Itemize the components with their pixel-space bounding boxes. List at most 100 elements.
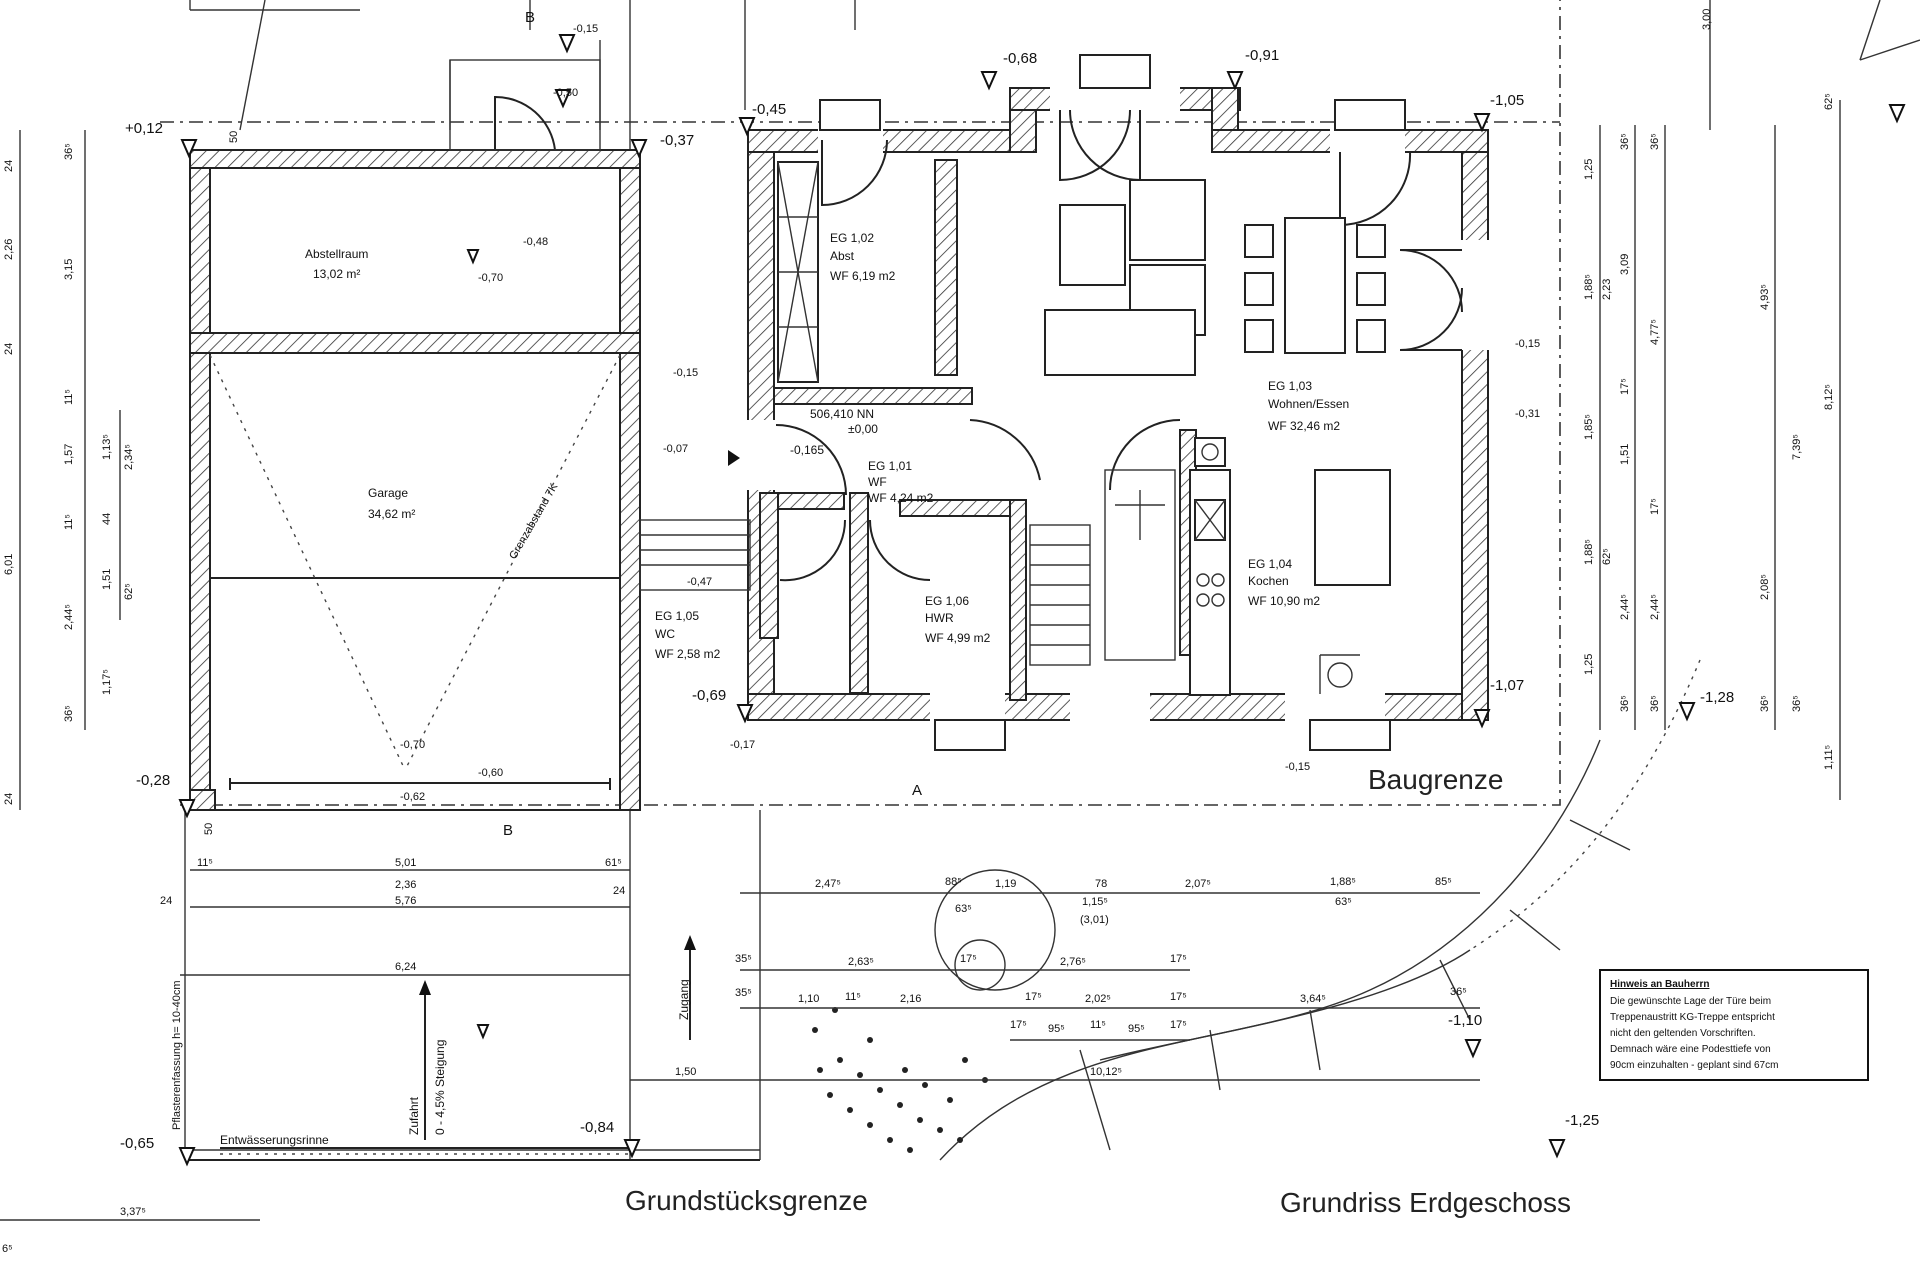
section-label: B [525,9,535,26]
level-label-small: -0,15 [573,23,598,35]
dim-label: 50 [228,131,240,143]
room-eg106-code: EG 1,06 [925,594,969,608]
dim-label: 17⁵ [1619,378,1631,395]
dim-label: 78 [1095,878,1107,890]
dim-label: 7,39⁵ [1791,434,1803,460]
dim-label: 1,50 [675,1066,696,1078]
boundary-lines [160,0,1920,1161]
grundstuecksgrenze-label: Grundstücksgrenze [625,1185,868,1216]
zufahrt-label: Zufahrt [407,1096,421,1135]
dim-label: 3,09 [1619,254,1631,275]
level-label: +0,12 [125,120,163,137]
dim-label: 24 [160,895,172,907]
dim-label: 88⁵ [945,876,962,888]
level-label: -0,28 [136,772,170,789]
dim-label: 1,85⁵ [1583,414,1595,440]
dim-label: 36⁵ [1759,695,1771,712]
dim-label: 2,63⁵ [848,956,874,968]
dim-label: 5,01 [395,857,416,869]
dim-label: 1,51 [1619,444,1631,465]
dim-label: 2,36 [395,879,416,891]
baugrenze-label: Baugrenze [1368,764,1503,795]
level-label: -0,69 [692,687,726,704]
note-heading: Hinweis an Bauherrn [1610,979,1709,990]
dim-label: 61⁵ [605,857,622,869]
dim-label: 6,01 [3,554,15,575]
room-eg102-code: EG 1,02 [830,231,874,245]
dim-label: 1,88⁵ [1583,539,1595,565]
level-label: -0,91 [1245,47,1279,64]
room-eg101-name: WF [868,475,887,489]
dim-label: 11⁵ [197,857,213,869]
dim-label: 2,23 [1601,279,1613,300]
dim-label: 50 [203,823,215,835]
dim-label: 11⁵ [1090,1019,1106,1031]
room-eg102-name: Abst [830,249,855,263]
drawing-title: Grundriss Erdgeschoss [1280,1187,1571,1218]
dimension-lines [0,0,1841,1221]
dim-label: 1,88⁵ [1583,274,1595,300]
dim-label: 4,93⁵ [1759,284,1771,310]
dim-label: 10,12⁵ [1090,1066,1122,1078]
entwaesserung-label: Entwässerungsrinne [220,1133,329,1147]
level-label-small: -0,15 [673,367,698,379]
entrance-zero: ±0,00 [848,422,878,436]
dim-label: 36⁵ [1649,133,1661,150]
room-garage-area: 34,62 m² [368,507,415,521]
room-eg103-area: WF 32,46 m2 [1268,419,1340,433]
note-line: Demnach wäre eine Podesttiefe von [1610,1044,1771,1055]
dim-label: 2,44⁵ [1619,594,1631,620]
dims-right: 1,25 36⁵ 36⁵ 2,23 3,09 1,88⁵ 17⁵ 4,77⁵ 4… [1583,9,1835,770]
level-label-small: -0,31 [1515,408,1540,420]
house-walls [746,54,1490,751]
dim-label: 2,02⁵ [1085,993,1111,1005]
dims-left: 24 36⁵ 2,26 3,15 24 11⁵ 1,57 1,13⁵ 2,34⁵… [3,143,135,805]
room-eg105-code: EG 1,05 [655,609,699,623]
dim-label: 36⁵ [1791,695,1803,712]
dim-label: 2,16 [900,993,921,1005]
dim-label: 1,25 [1583,159,1595,180]
level-label-small: -0,15 [1285,761,1310,773]
level-label-small: -0,60 [478,767,503,779]
level-label-small: -0,07 [663,443,688,455]
room-eg104-area: WF 10,90 m2 [1248,594,1320,608]
dim-label: 17⁵ [1025,991,1042,1003]
dim-label: 63⁵ [955,903,972,915]
level-label: -1,07 [1490,677,1524,694]
level-label: -0,45 [752,101,786,118]
dims-front: 2,47⁵ 88⁵ 1,19 78 2,07⁵ 1,88⁵ 85⁵ 63⁵ 1,… [735,876,1467,1078]
dim-label: 2,76⁵ [1060,956,1086,968]
dim-label: 11⁵ [845,991,861,1003]
dim-label: 3,15 [63,259,75,280]
level-label-small: -0,17 [730,739,755,751]
level-label-small: -0,48 [523,236,548,248]
level-label: -1,28 [1700,689,1734,706]
room-eg104-name: Kochen [1248,574,1289,588]
dim-label: 3,00 [1701,9,1713,30]
dim-label: 95⁵ [1048,1023,1065,1035]
dim-label: 1,11⁵ [1823,745,1835,770]
dim-label: 35⁵ [735,953,752,965]
dim-label: 36⁵ [1450,986,1467,998]
dim-label: 1,13⁵ [101,434,113,460]
dim-label: 6,24 [395,961,416,973]
level-label: -0,65 [120,1135,154,1152]
dim-label: 1,10 [798,993,819,1005]
section-label: B [503,822,513,839]
dim-label: 24 [3,793,15,805]
room-eg103-name: Wohnen/Essen [1268,397,1349,411]
furniture [220,109,1463,1155]
dim-label: 11⁵ [63,389,75,405]
dim-label: 2,26 [3,239,15,260]
dim-label: 24 [613,885,625,897]
room-eg102-area: WF 6,19 m2 [830,269,896,283]
dim-label: 36⁵ [1649,695,1661,712]
dim-label: 11⁵ [63,514,75,530]
level-label: -0,84 [580,1119,614,1136]
garage-block [189,40,641,811]
dim-label: 36⁵ [1619,133,1631,150]
zugang-label: Zugang [677,979,691,1020]
dim-label: 17⁵ [1170,1019,1187,1031]
dim-label: 44 [101,513,113,525]
dim-label: 2,34⁵ [123,444,135,470]
